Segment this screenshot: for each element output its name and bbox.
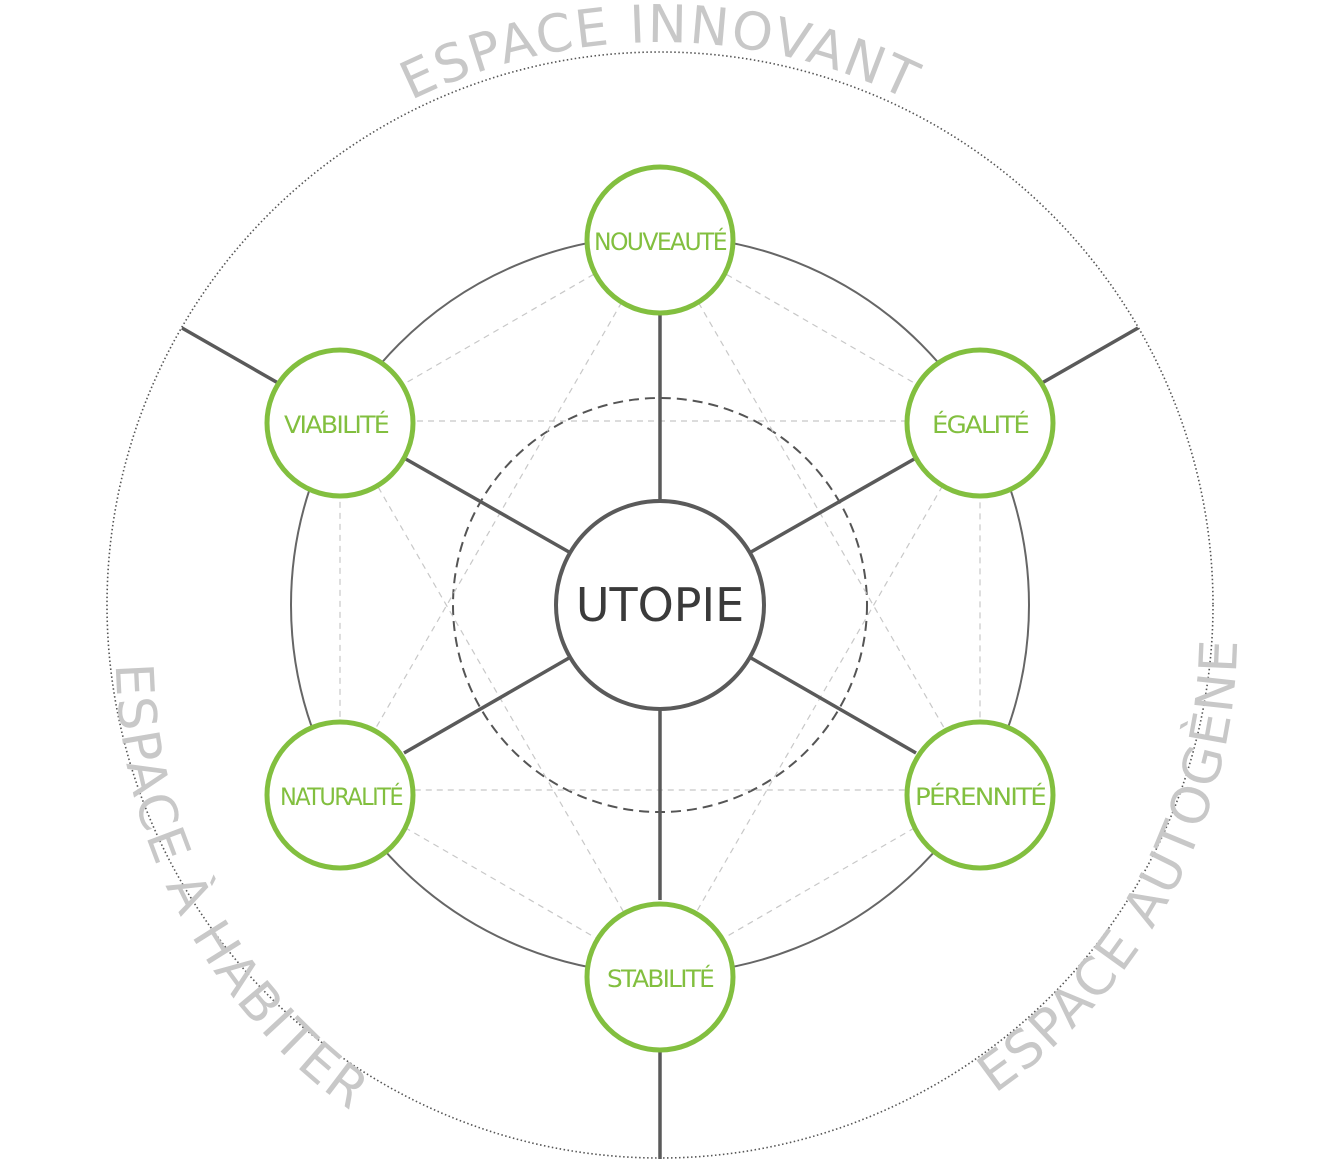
node-perennite: PÉRENNITÉ (904, 719, 1056, 871)
spoke-naturalite (403, 656, 570, 755)
sector-label-top: ESPACE INNOVANT (391, 0, 928, 112)
node-egalite: ÉGALITÉ (904, 347, 1056, 499)
center-label: UTOPIE (576, 578, 744, 632)
node-label-nouveaute: NOUVEAUTÉ (594, 227, 727, 256)
node-viabilite: VIABILITÉ (264, 347, 416, 499)
center-node: UTOPIE (554, 499, 766, 711)
sector-label-right: ESPACE AUTOGÈNE (967, 637, 1250, 1105)
node-nouveaute: NOUVEAUTÉ (584, 164, 736, 316)
spoke-egalite (750, 456, 917, 554)
spoke-viabilite (403, 456, 570, 554)
node-stabilite: STABILITÉ (584, 901, 736, 1053)
sector-label-right-path: ESPACE AUTOGÈNE (967, 637, 1248, 1105)
node-naturalite: NATURALITÉ (264, 719, 416, 871)
node-label-viabilite: VIABILITÉ (284, 410, 389, 439)
node-label-naturalite: NATURALITÉ (280, 782, 403, 811)
node-label-perennite: PÉRENNITÉ (915, 782, 1046, 811)
node-label-stabilite: STABILITÉ (607, 964, 714, 993)
spoke-perennite (750, 656, 917, 755)
node-label-egalite: ÉGALITÉ (932, 410, 1029, 439)
sector-label-top-path: ESPACE INNOVANT (391, 0, 926, 112)
